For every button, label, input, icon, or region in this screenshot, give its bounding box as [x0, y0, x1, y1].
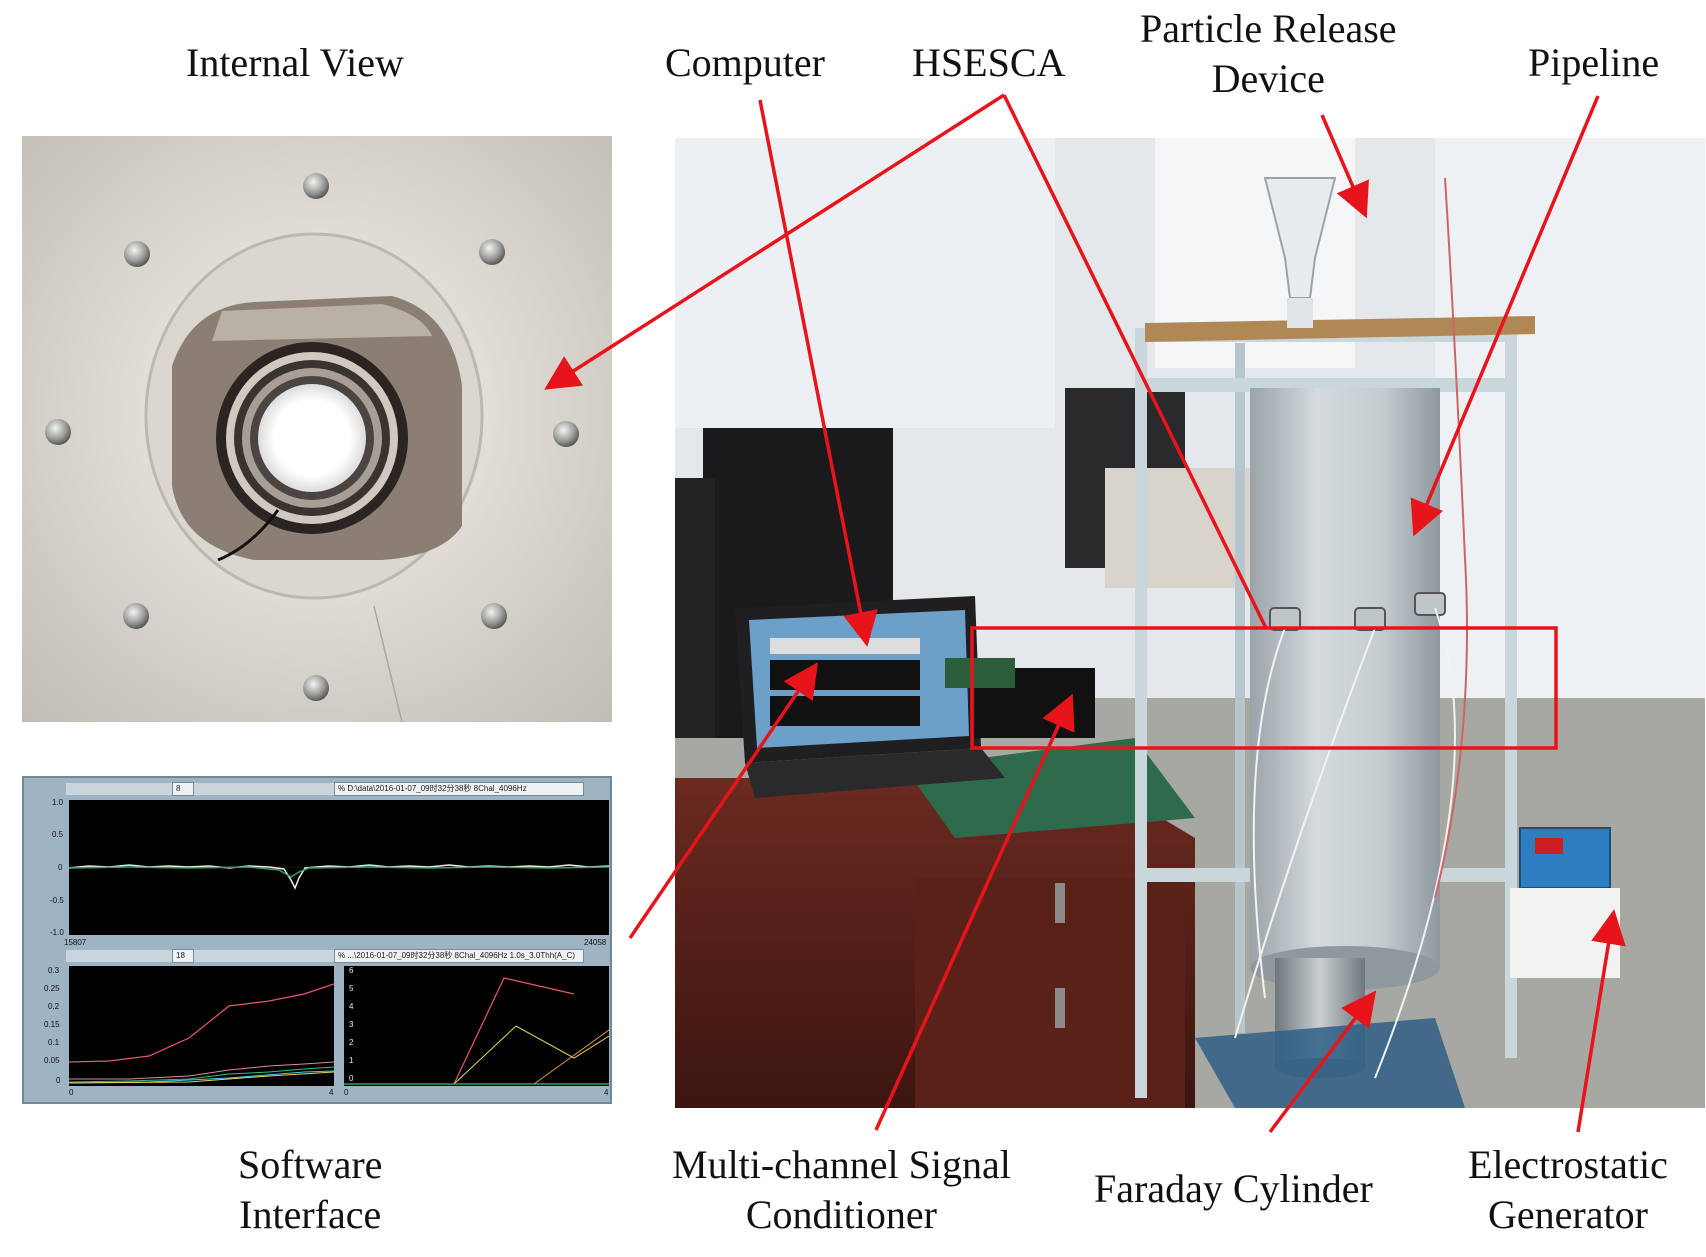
- sw-bl-trace-pink: [69, 1061, 335, 1080]
- sw-top-trace-green: [68, 866, 610, 878]
- sw-bl-y-tick-1: 0.3: [48, 966, 60, 975]
- internal-view-photo: [22, 136, 612, 722]
- sw-br-y-tick-6: 1: [349, 1056, 354, 1065]
- internal-view-illustration: [45, 173, 579, 722]
- sw-top-xmin: 15807: [64, 938, 87, 947]
- label-hsesca: HSESCA: [912, 40, 1066, 85]
- sw-br-y-tick-1: 6: [349, 966, 354, 975]
- sw-top-y-tick-3: 0: [58, 863, 63, 872]
- sw-bl-y-tick-4: 0.15: [44, 1020, 60, 1029]
- sw-bl-trace-red: [68, 983, 335, 1063]
- label-computer: Computer: [665, 40, 825, 85]
- sw-top-y-tick-5: -1.0: [50, 928, 64, 937]
- sw-top-plot: [68, 800, 610, 935]
- label-multichannel-conditioner: Multi-channel Signal Conditioner: [672, 1140, 1011, 1240]
- sw-br-y-tick-4: 3: [349, 1020, 354, 1029]
- sw-br-trace-orange: [533, 1029, 610, 1085]
- label-software-line1: Software: [238, 1142, 383, 1187]
- label-electrostatic-line2: Generator: [1488, 1192, 1648, 1237]
- sw-top-path: % D:\data\2016-01-07_09时32分38秒 8Chal_409…: [334, 782, 584, 796]
- sw-bl-y-tick-3: 0.2: [48, 1002, 60, 1011]
- sw-bl-x-tick-1: 0: [69, 1088, 74, 1097]
- sw-br-y-tick-5: 2: [349, 1038, 354, 1047]
- label-software-line2: Interface: [239, 1192, 382, 1237]
- sw-br-y-tick-3: 4: [349, 1002, 354, 1011]
- sw-bl-y-tick-5: 0.1: [48, 1038, 60, 1047]
- label-electrostatic-line1: Electrostatic: [1468, 1142, 1668, 1187]
- sw-top-xmax: 24058: [584, 938, 607, 947]
- label-electrostatic-generator: Electrostatic Generator: [1468, 1140, 1668, 1240]
- sw-top-y-tick-4: -0.5: [50, 896, 64, 905]
- label-multichannel-line2: Conditioner: [745, 1192, 937, 1237]
- sw-refresh-value: 8: [172, 782, 194, 796]
- label-internal-view: Internal View: [186, 40, 404, 85]
- sw-br-y-tick-2: 5: [349, 984, 354, 993]
- label-particle-release-line2: Device: [1211, 56, 1325, 101]
- label-pipeline: Pipeline: [1528, 40, 1660, 85]
- sw-bottom-toolbar: [66, 950, 336, 962]
- sw-bottom-right-plot: [344, 966, 610, 1086]
- sw-bl-y-tick-2: 0.25: [44, 984, 60, 993]
- bolt-icons: [45, 173, 579, 701]
- sw-bl-trace-green: [68, 1066, 335, 1083]
- sw-top-y-tick-2: 0.5: [52, 830, 64, 839]
- sw-top-toolbar: [66, 783, 336, 795]
- sw-br-x-tick-1: 0: [344, 1088, 349, 1097]
- sw-top-trace-white: [68, 864, 610, 890]
- sw-br-trace-red: [453, 977, 575, 1085]
- lab-setup-illustration: [675, 138, 1705, 1108]
- sw-bottom-path: % ...\2016-01-07_09时32分38秒 8Chal_4096Hz …: [334, 949, 584, 963]
- sw-br-x-tick-2: 4: [604, 1088, 609, 1097]
- software-interface-screenshot: % D:\data\2016-01-07_09时32分38秒 8Chal_409…: [22, 776, 612, 1104]
- sw-top-y-tick-1: 1.0: [52, 798, 64, 807]
- label-particle-release-line1: Particle Release: [1140, 6, 1397, 51]
- sw-bl-x-tick-2: 4: [329, 1088, 334, 1097]
- label-faraday-cylinder: Faraday Cylinder: [1094, 1166, 1373, 1211]
- sw-count-value: 18: [172, 949, 194, 963]
- sw-bl-y-tick-6: 0.05: [44, 1056, 60, 1065]
- lab-setup-photo: [675, 138, 1705, 1108]
- sw-br-trace-yellow: [453, 1025, 610, 1085]
- sw-bl-y-tick-7: 0: [56, 1076, 61, 1085]
- sw-bl-trace-yellow: [68, 1071, 335, 1084]
- label-software-interface: Software Interface: [238, 1140, 382, 1240]
- label-multichannel-line1: Multi-channel Signal: [672, 1142, 1011, 1187]
- sw-bottom-left-plot: [68, 966, 335, 1086]
- label-particle-release-device: Particle Release Device: [1140, 4, 1397, 104]
- sw-br-y-tick-7: 0: [349, 1074, 354, 1083]
